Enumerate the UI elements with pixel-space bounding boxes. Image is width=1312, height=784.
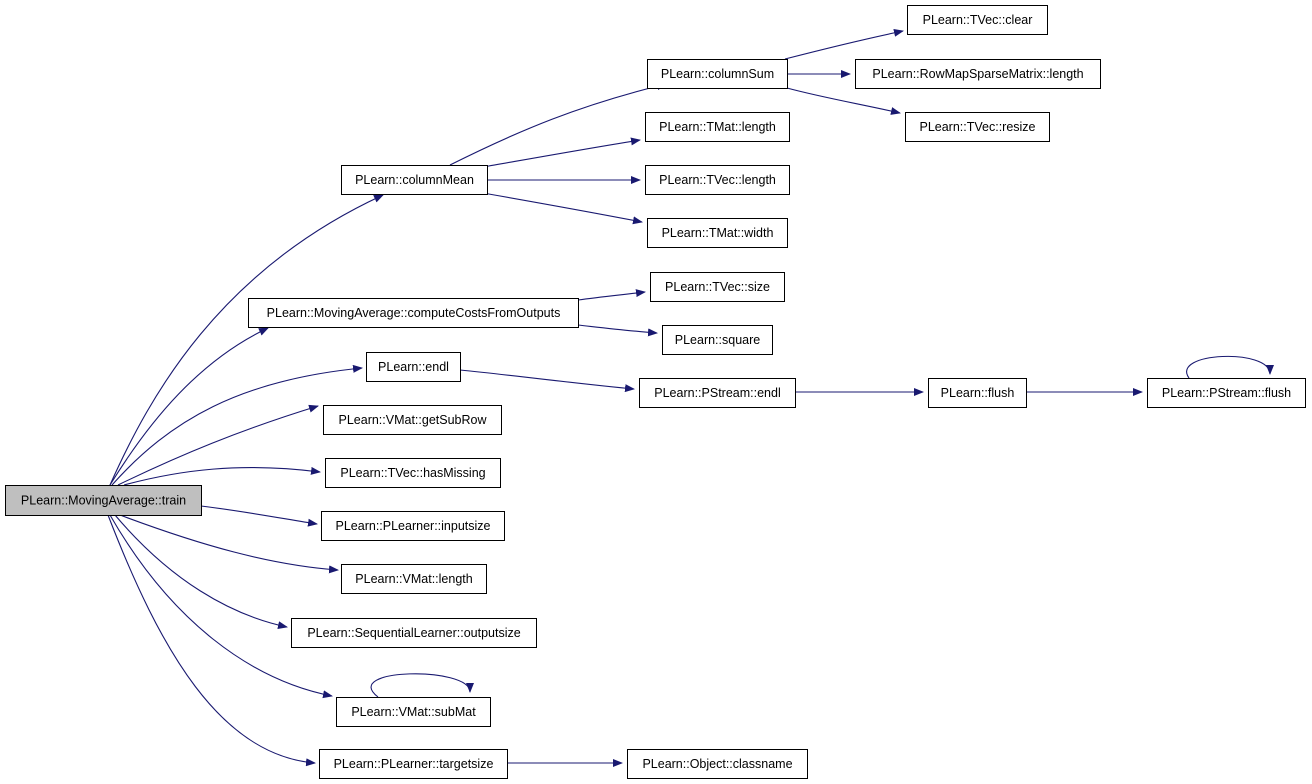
node-box	[336, 697, 491, 727]
node-tvecClear[interactable]: PLearn::TVec::clear	[907, 5, 1048, 35]
node-box	[662, 325, 773, 355]
edge-train-to-vmatLength	[119, 514, 339, 574]
node-label: PLearn::TMat::length	[659, 120, 776, 134]
node-box	[650, 272, 785, 302]
node-label: PLearn::PStream::flush	[1162, 386, 1291, 400]
edge-computeCosts-to-tvecSize	[577, 289, 646, 301]
node-box	[291, 618, 537, 648]
node-hasMissing[interactable]: PLearn::TVec::hasMissing	[325, 458, 501, 488]
node-box	[248, 298, 579, 328]
node-label: PLearn::TVec::length	[659, 173, 776, 187]
node-columnMean[interactable]: PLearn::columnMean	[341, 165, 488, 195]
nodes: PLearn::MovingAverage::train PLearn::colu…	[5, 5, 1306, 779]
node-label: PLearn::MovingAverage::computeCostsFromO…	[267, 306, 561, 320]
node-rmsmLength[interactable]: PLearn::RowMapSparseMatrix::length	[855, 59, 1101, 89]
edge-train-to-getSubRow	[117, 404, 319, 486]
node-flush[interactable]: PLearn::flush	[928, 378, 1027, 408]
edge-train-to-subMat	[109, 514, 333, 699]
node-tmatLength[interactable]: PLearn::TMat::length	[645, 112, 790, 142]
node-columnSum[interactable]: PLearn::columnSum	[647, 59, 788, 89]
edge-pstreamFlush-to-pstreamFlush	[1186, 355, 1274, 379]
node-label: PLearn::Object::classname	[642, 757, 792, 771]
node-box	[319, 749, 508, 779]
node-label: PLearn::VMat::subMat	[351, 705, 476, 719]
node-box	[905, 112, 1050, 142]
edge-subMat-to-subMat	[370, 673, 474, 698]
node-pstreamFlush[interactable]: PLearn::PStream::flush	[1147, 378, 1306, 408]
node-label: PLearn::TVec::resize	[919, 120, 1035, 134]
node-tvecLength[interactable]: PLearn::TVec::length	[645, 165, 790, 195]
node-pstreamEndl[interactable]: PLearn::PStream::endl	[639, 378, 796, 408]
node-box	[647, 218, 788, 248]
node-box	[341, 564, 487, 594]
edge-columnSum-to-tvecClear	[784, 28, 904, 60]
node-label: PLearn::SequentialLearner::outputsize	[307, 626, 520, 640]
node-label: PLearn::VMat::getSubRow	[339, 413, 488, 427]
node-label: PLearn::RowMapSparseMatrix::length	[872, 67, 1083, 81]
node-box	[1147, 378, 1306, 408]
node-vmatLength[interactable]: PLearn::VMat::length	[341, 564, 487, 594]
node-box	[627, 749, 808, 779]
node-label: PLearn::endl	[378, 360, 449, 374]
node-label: PLearn::TVec::clear	[923, 13, 1033, 27]
node-label: PLearn::TVec::hasMissing	[340, 466, 485, 480]
node-box	[645, 112, 790, 142]
node-getSubRow[interactable]: PLearn::VMat::getSubRow	[323, 405, 502, 435]
node-box	[928, 378, 1027, 408]
edge-train-to-targetsize	[107, 514, 316, 767]
node-label: PLearn::flush	[941, 386, 1015, 400]
edge-train-to-hasMissing	[123, 466, 321, 486]
node-label: PLearn::MovingAverage::train	[21, 494, 186, 508]
node-tvecSize[interactable]: PLearn::TVec::size	[650, 272, 785, 302]
node-endl[interactable]: PLearn::endl	[366, 352, 461, 382]
node-box	[647, 59, 788, 89]
node-label: PLearn::PStream::endl	[654, 386, 780, 400]
edge-train-to-computeCosts	[109, 327, 269, 486]
edge-columnMean-to-columnSum	[449, 82, 667, 166]
node-tmatWidth[interactable]: PLearn::TMat::width	[647, 218, 788, 248]
node-box	[645, 165, 790, 195]
node-label: PLearn::columnSum	[661, 67, 774, 81]
edge-computeCosts-to-square	[577, 324, 658, 337]
edges	[107, 28, 1274, 767]
node-box	[341, 165, 488, 195]
node-box	[325, 458, 501, 488]
node-box	[5, 485, 202, 516]
node-subMat[interactable]: PLearn::VMat::subMat	[336, 697, 491, 727]
node-inputsize[interactable]: PLearn::PLearner::inputsize	[321, 511, 505, 541]
edge-train-to-outputsize	[114, 514, 288, 630]
edge-train-to-columnMean	[109, 194, 384, 486]
node-label: PLearn::square	[675, 333, 761, 347]
edge-columnMean-to-tmatLength	[482, 137, 641, 168]
node-box	[639, 378, 796, 408]
node-computeCosts[interactable]: PLearn::MovingAverage::computeCostsFromO…	[248, 298, 579, 328]
node-square[interactable]: PLearn::square	[662, 325, 773, 355]
node-box	[321, 511, 505, 541]
node-train: PLearn::MovingAverage::train	[5, 485, 202, 516]
edge-train-to-endl	[111, 364, 363, 486]
node-label: PLearn::TVec::size	[665, 280, 770, 294]
node-box	[366, 352, 461, 382]
node-label: PLearn::columnMean	[355, 173, 474, 187]
node-label: PLearn::TMat::width	[662, 226, 774, 240]
edge-train-to-inputsize	[200, 505, 318, 527]
edge-endl-to-pstreamEndl	[459, 369, 635, 393]
node-label: PLearn::PLearner::targetsize	[334, 757, 494, 771]
node-outputsize[interactable]: PLearn::SequentialLearner::outputsize	[291, 618, 537, 648]
node-box	[855, 59, 1101, 89]
node-classname[interactable]: PLearn::Object::classname	[627, 749, 808, 779]
node-box	[323, 405, 502, 435]
node-targetsize[interactable]: PLearn::PLearner::targetsize	[319, 749, 508, 779]
edge-columnSum-to-tvecResize	[786, 87, 901, 115]
node-tvecResize[interactable]: PLearn::TVec::resize	[905, 112, 1050, 142]
node-box	[907, 5, 1048, 35]
edge-columnMean-to-tmatWidth	[482, 192, 643, 225]
node-label: PLearn::PLearner::inputsize	[336, 519, 491, 533]
node-label: PLearn::VMat::length	[355, 572, 472, 586]
